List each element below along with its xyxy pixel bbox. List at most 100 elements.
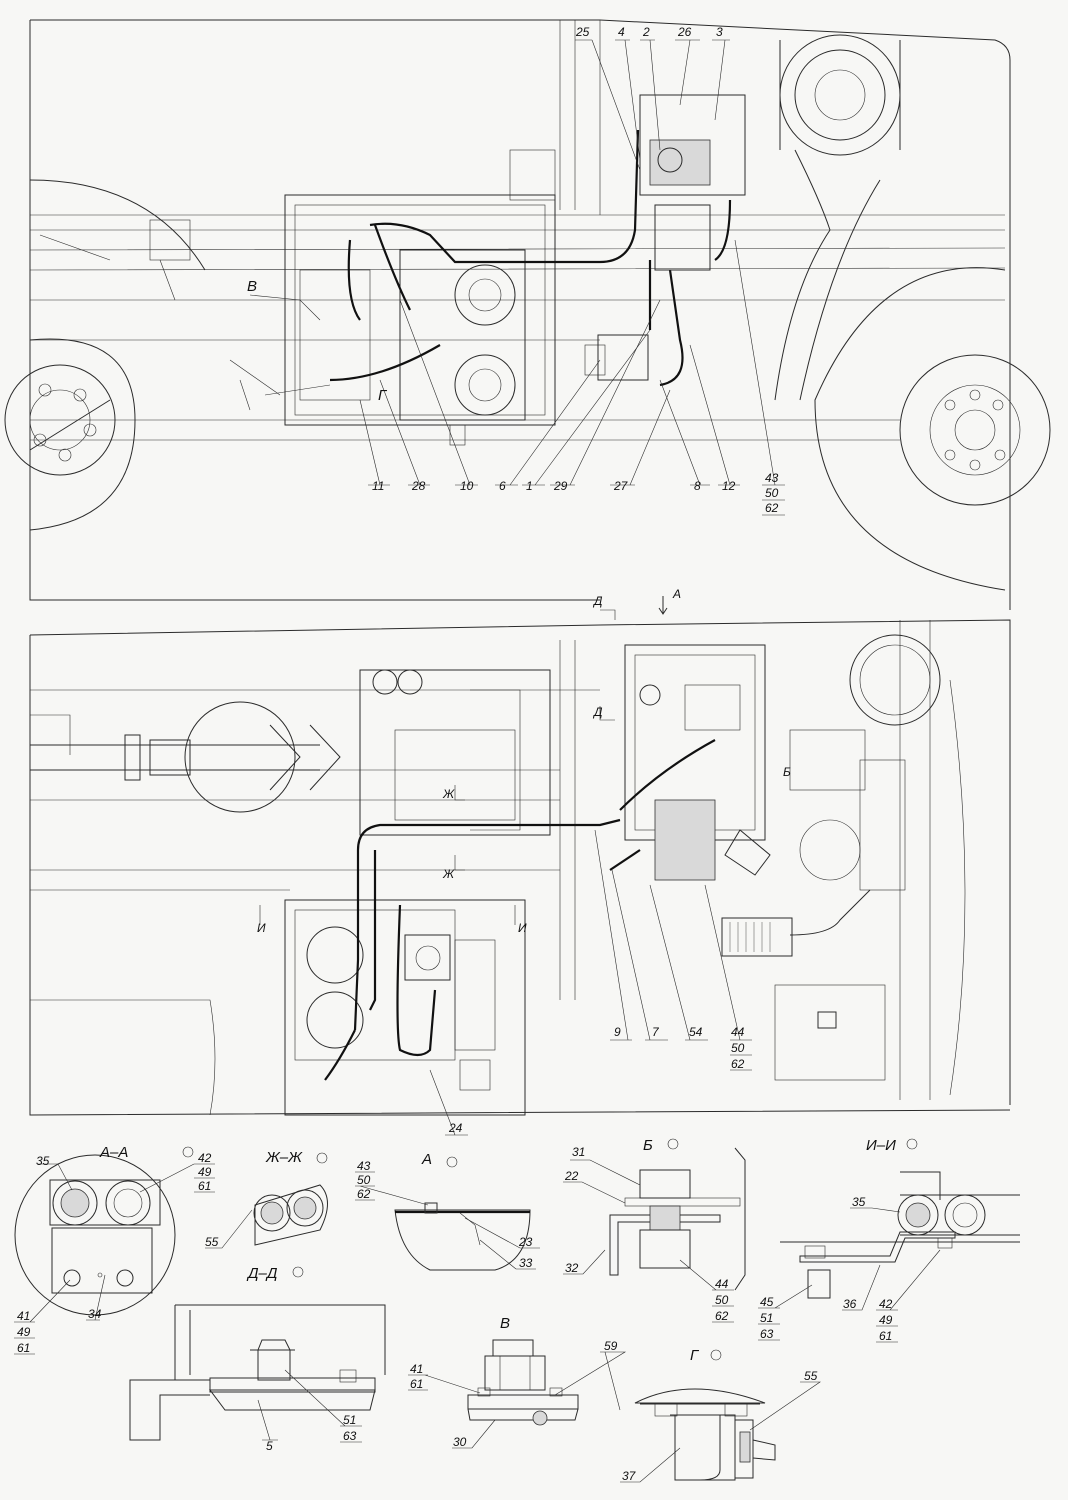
marker-i2: И <box>518 921 527 935</box>
callout-25: 25 <box>575 25 590 39</box>
section-ii <box>758 1171 1020 1343</box>
callout-50-b: 50 <box>715 1293 729 1307</box>
callout-2: 2 <box>642 25 650 39</box>
callout-63-ii: 63 <box>760 1327 774 1341</box>
callout-33: 33 <box>519 1256 533 1270</box>
callout-12: 12 <box>722 479 736 493</box>
callout-27: 27 <box>613 479 629 493</box>
callout-42-aa: 42 <box>198 1151 212 1165</box>
callout-35-aa: 35 <box>36 1154 50 1168</box>
callout-44: 44 <box>731 1025 745 1039</box>
plan-view <box>29 596 1011 1116</box>
callout-31: 31 <box>572 1145 585 1159</box>
marker-a: А <box>672 587 681 601</box>
marker-zh2: Ж <box>442 867 455 881</box>
view-circle-icon-b <box>667 1138 679 1150</box>
section-aa-title: А–А <box>99 1144 128 1161</box>
callout-62: 62 <box>765 501 779 515</box>
engine-parts <box>721 634 941 1081</box>
valve-block <box>584 94 746 381</box>
callout-41-v: 41 <box>410 1362 423 1376</box>
air-filter <box>774 34 901 401</box>
gearbox-plan <box>359 669 551 836</box>
view-circle-icon-dd <box>292 1266 304 1278</box>
section-b <box>563 1147 746 1323</box>
gearbox-housing <box>284 149 556 426</box>
callout-6: 6 <box>499 479 506 493</box>
marker-i1: И <box>257 921 266 935</box>
view-circle-icon-a <box>446 1156 458 1168</box>
section-g-title: Г <box>690 1347 700 1364</box>
callout-29: 29 <box>553 479 568 493</box>
callout-10: 10 <box>460 479 474 493</box>
callout-59: 59 <box>604 1339 618 1353</box>
section-a-title: А <box>421 1151 432 1168</box>
callout-g: Г <box>378 387 388 404</box>
front-wheel-left <box>4 179 206 531</box>
callout-42-ii: 42 <box>879 1297 893 1311</box>
section-aa <box>14 1154 215 1355</box>
lower-gearbox <box>284 899 526 1116</box>
section-zhzh-title: Ж–Ж <box>265 1149 303 1166</box>
side-view-leaders <box>249 39 785 516</box>
view-circle-icon-aa <box>182 1146 194 1158</box>
callout-44-b: 44 <box>715 1277 729 1291</box>
callout-49-ii: 49 <box>879 1313 893 1327</box>
callout-43: 43 <box>765 471 779 485</box>
section-a <box>355 1171 540 1271</box>
callout-62b: 62 <box>731 1057 745 1071</box>
callout-63-dd: 63 <box>343 1429 357 1443</box>
plan-view-leaders <box>429 829 752 1136</box>
callout-37: 37 <box>622 1469 637 1483</box>
drive-shaft <box>30 701 341 813</box>
callout-32: 32 <box>565 1261 579 1275</box>
section-dd-title: Д–Д <box>246 1265 278 1282</box>
section-g <box>620 1381 821 1483</box>
callout-49-aa2: 49 <box>17 1325 31 1339</box>
callout-55-zh: 55 <box>205 1235 219 1249</box>
view-circle-icon-ii <box>906 1138 918 1150</box>
callout-36: 36 <box>843 1297 857 1311</box>
hoses-plan <box>324 739 716 1081</box>
callout-1: 1 <box>526 479 533 493</box>
callout-v: В <box>247 278 257 295</box>
section-dd <box>129 1304 386 1443</box>
callout-54: 54 <box>689 1025 703 1039</box>
callout-11: 11 <box>372 479 384 493</box>
section-b-title: Б <box>643 1137 653 1154</box>
view-circle-icon-zhzh <box>316 1152 328 1164</box>
callout-41-aa: 41 <box>17 1309 30 1323</box>
callout-35-ii: 35 <box>852 1195 866 1209</box>
callout-61-aa: 61 <box>198 1179 211 1193</box>
side-view <box>4 19 1051 610</box>
section-v-title: В <box>500 1315 510 1332</box>
callout-61-ii: 61 <box>879 1329 892 1343</box>
callout-45: 45 <box>760 1295 774 1309</box>
callout-61-aa2: 61 <box>17 1341 30 1355</box>
callout-61-v: 61 <box>410 1377 423 1391</box>
callout-4: 4 <box>618 25 625 39</box>
callout-8: 8 <box>694 479 701 493</box>
callout-34: 34 <box>88 1307 102 1321</box>
callout-9: 9 <box>614 1025 621 1039</box>
callout-50b: 50 <box>731 1041 745 1055</box>
section-zhzh <box>205 1184 328 1249</box>
callout-5: 5 <box>266 1439 273 1453</box>
marker-b: Б <box>783 765 791 779</box>
callout-3: 3 <box>716 25 723 39</box>
callout-7: 7 <box>652 1025 660 1039</box>
callout-50-a: 50 <box>357 1173 371 1187</box>
callout-49-aa: 49 <box>198 1165 212 1179</box>
callout-22: 22 <box>564 1169 579 1183</box>
marker-d: Д <box>592 594 603 608</box>
callout-62-a: 62 <box>357 1187 371 1201</box>
front-axle-block <box>149 219 191 261</box>
marker-d2: Д <box>592 705 603 719</box>
callout-30: 30 <box>453 1435 467 1449</box>
callout-51-ii: 51 <box>760 1311 773 1325</box>
valve-block-plan <box>624 644 771 881</box>
callout-50: 50 <box>765 486 779 500</box>
callout-23: 23 <box>518 1235 533 1249</box>
